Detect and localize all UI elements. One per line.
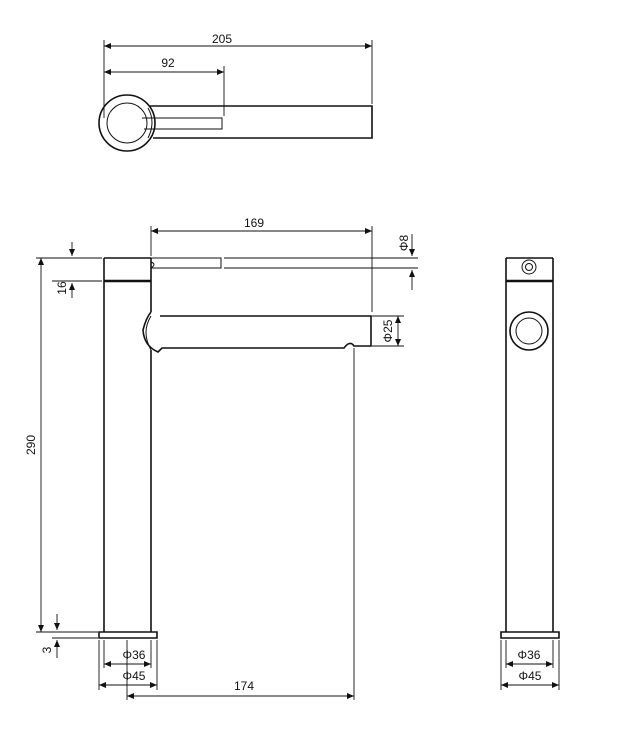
top-view-spout — [150, 105, 373, 139]
side-view: 169 Φ8 16 290 3 Φ25 Φ36 Φ45 174 — [24, 216, 418, 700]
top-view-handle — [142, 117, 223, 130]
dim-label-3: 3 — [40, 646, 54, 653]
dim-label-16: 16 — [55, 281, 69, 295]
dim-label-205: 205 — [212, 32, 232, 46]
front-view: Φ36 Φ45 — [500, 257, 560, 690]
front-view-spout-inner — [515, 317, 543, 345]
front-view-handle-knob — [521, 259, 537, 275]
front-dim-label-phi36: Φ36 — [518, 648, 541, 662]
top-view-outer-circle — [98, 94, 156, 152]
dim-label-phi8: Φ8 — [397, 235, 411, 252]
front-dim-label-phi45: Φ45 — [519, 669, 542, 683]
dim-label-phi36: Φ36 — [123, 648, 146, 662]
side-view-base — [98, 631, 158, 639]
dim-label-290: 290 — [24, 435, 38, 455]
side-view-spout — [142, 311, 372, 353]
top-view: 205 92 — [98, 32, 373, 152]
dim-label-169: 169 — [244, 216, 264, 230]
dim-label-phi45: Φ45 — [123, 669, 146, 683]
dim-label-174: 174 — [234, 679, 254, 693]
front-view-spout-outer — [509, 311, 549, 351]
dim-label-92: 92 — [161, 56, 175, 70]
dim-label-phi25: Φ25 — [381, 319, 395, 342]
side-view-handle — [151, 257, 222, 269]
top-view-inner-circle — [106, 102, 148, 144]
front-view-base — [500, 631, 560, 639]
